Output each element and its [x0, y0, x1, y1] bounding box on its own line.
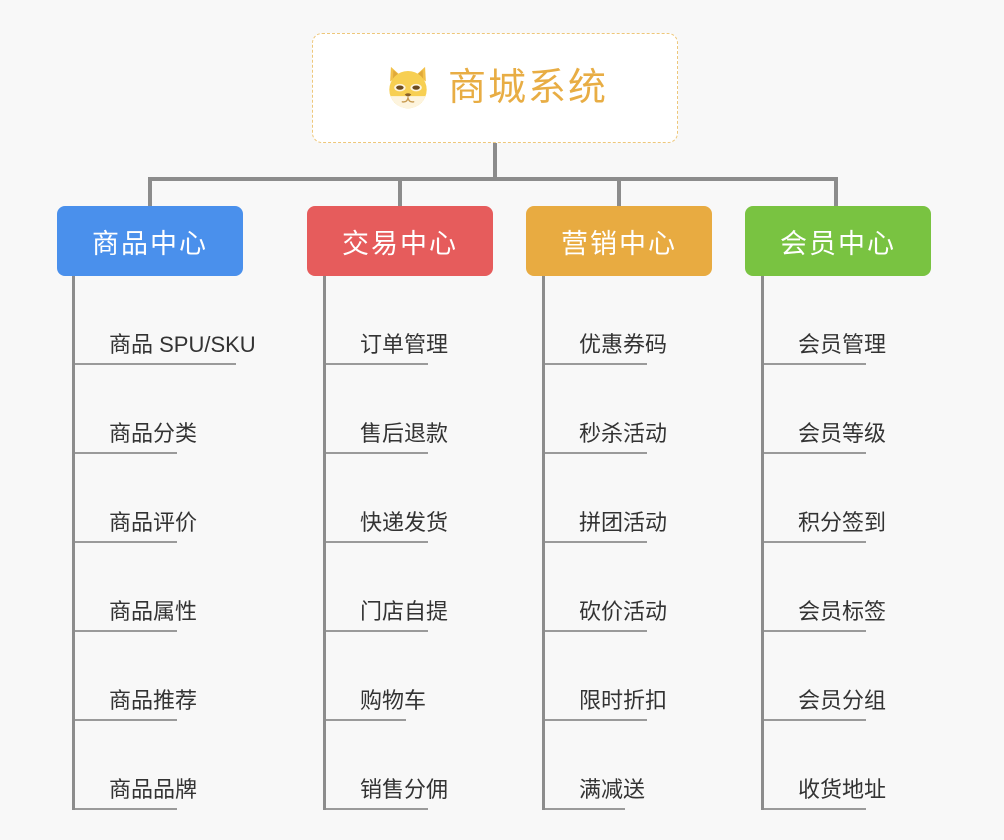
leaf-underline: [764, 541, 867, 543]
leaf-label: 快递发货: [360, 510, 449, 536]
leaf-label: 会员标签: [798, 599, 887, 625]
leaf-item[interactable]: 快递发货: [326, 454, 462, 543]
leaf-item[interactable]: 收货地址: [764, 721, 900, 810]
leaf-label: 拼团活动: [579, 510, 668, 536]
leaf-item[interactable]: 商品品牌: [75, 721, 211, 810]
leaf-underline: [326, 541, 429, 543]
leaf-label: 会员等级: [798, 421, 887, 447]
leaf-item[interactable]: 优惠券码: [545, 276, 681, 365]
shiba-dog-face-icon: [389, 66, 427, 110]
category-label-1: 商品中心: [92, 228, 208, 259]
category-box-4[interactable]: 会员中心: [745, 206, 931, 276]
leaf-label: 订单管理: [360, 332, 449, 358]
leaf-item[interactable]: 砍价活动: [545, 543, 681, 632]
leaf-item[interactable]: 会员管理: [764, 276, 900, 365]
connector-drop-3: [617, 177, 621, 207]
leaf-label: 商品属性: [109, 599, 198, 625]
category-box-3[interactable]: 营销中心: [526, 206, 712, 276]
leaf-item[interactable]: 拼团活动: [545, 454, 681, 543]
leaf-underline: [764, 363, 867, 365]
leaf-item[interactable]: 销售分佣: [326, 721, 462, 810]
connector-drop-2: [398, 177, 402, 207]
leaf-label: 秒杀活动: [579, 421, 668, 447]
leaf-underline: [764, 719, 867, 721]
leaf-label: 收货地址: [798, 777, 887, 803]
leaf-label: 门店自提: [360, 599, 449, 625]
leaf-item[interactable]: 会员分组: [764, 632, 900, 721]
leaf-item[interactable]: 满减送: [545, 721, 659, 810]
branch-spine-3: [542, 276, 545, 810]
leaf-item[interactable]: 商品推荐: [75, 632, 211, 721]
leaf-item[interactable]: 秒杀活动: [545, 365, 681, 454]
category-box-2[interactable]: 交易中心: [307, 206, 493, 276]
leaf-underline: [545, 452, 648, 454]
leaf-label: 砍价活动: [579, 599, 668, 625]
leaf-label: 商品品牌: [109, 777, 198, 803]
leaf-item[interactable]: 商品属性: [75, 543, 211, 632]
leaf-underline: [326, 808, 429, 810]
leaf-underline: [326, 363, 429, 365]
leaf-item[interactable]: 售后退款: [326, 365, 462, 454]
leaf-underline: [75, 630, 178, 632]
leaf-underline: [764, 452, 867, 454]
leaf-underline: [75, 808, 178, 810]
leaf-label: 会员分组: [798, 688, 887, 714]
leaf-item[interactable]: 购物车: [326, 632, 440, 721]
leaf-label: 积分签到: [798, 510, 887, 536]
branch-spine-2: [323, 276, 326, 810]
leaf-label: 销售分佣: [360, 777, 449, 803]
leaf-underline: [326, 719, 407, 721]
leaf-item[interactable]: 商品分类: [75, 365, 211, 454]
leaf-label: 购物车: [360, 688, 427, 714]
leaf-underline: [326, 452, 429, 454]
leaf-item[interactable]: 限时折扣: [545, 632, 681, 721]
category-box-1[interactable]: 商品中心: [57, 206, 243, 276]
leaf-item[interactable]: 积分签到: [764, 454, 900, 543]
connector-horizontal-bus: [150, 177, 836, 181]
leaf-label: 售后退款: [360, 421, 449, 447]
leaf-underline: [545, 363, 648, 365]
leaf-item[interactable]: 订单管理: [326, 276, 462, 365]
leaf-underline: [545, 808, 626, 810]
leaf-label: 商品 SPU/SKU: [109, 332, 256, 358]
branch-spine-1: [72, 276, 75, 810]
leaf-label: 满减送: [579, 777, 646, 803]
root-node[interactable]: 商城系统: [312, 33, 678, 143]
leaf-item[interactable]: 商品 SPU/SKU: [75, 276, 270, 365]
leaf-underline: [75, 452, 178, 454]
leaf-underline: [75, 363, 236, 365]
connector-drop-1: [148, 177, 152, 207]
leaf-underline: [75, 719, 178, 721]
leaf-item[interactable]: 会员标签: [764, 543, 900, 632]
leaf-label: 商品评价: [109, 510, 198, 536]
category-label-2: 交易中心: [342, 228, 458, 259]
branch-spine-4: [761, 276, 764, 810]
leaf-underline: [545, 630, 648, 632]
connector-root-stem: [493, 143, 497, 180]
leaf-underline: [545, 541, 648, 543]
category-label-4: 会员中心: [780, 228, 896, 259]
leaf-label: 商品分类: [109, 421, 198, 447]
leaf-label: 会员管理: [798, 332, 887, 358]
leaf-label: 商品推荐: [109, 688, 198, 714]
leaf-label: 限时折扣: [579, 688, 668, 714]
leaf-item[interactable]: 商品评价: [75, 454, 211, 543]
leaf-label: 优惠券码: [579, 332, 668, 358]
root-title: 商城系统: [447, 67, 608, 109]
leaf-item[interactable]: 会员等级: [764, 365, 900, 454]
leaf-underline: [326, 630, 429, 632]
leaf-underline: [764, 808, 867, 810]
leaf-underline: [764, 630, 867, 632]
connector-drop-4: [834, 177, 838, 207]
leaf-underline: [545, 719, 648, 721]
leaf-item[interactable]: 门店自提: [326, 543, 462, 632]
category-label-3: 营销中心: [561, 228, 677, 259]
leaf-underline: [75, 541, 178, 543]
